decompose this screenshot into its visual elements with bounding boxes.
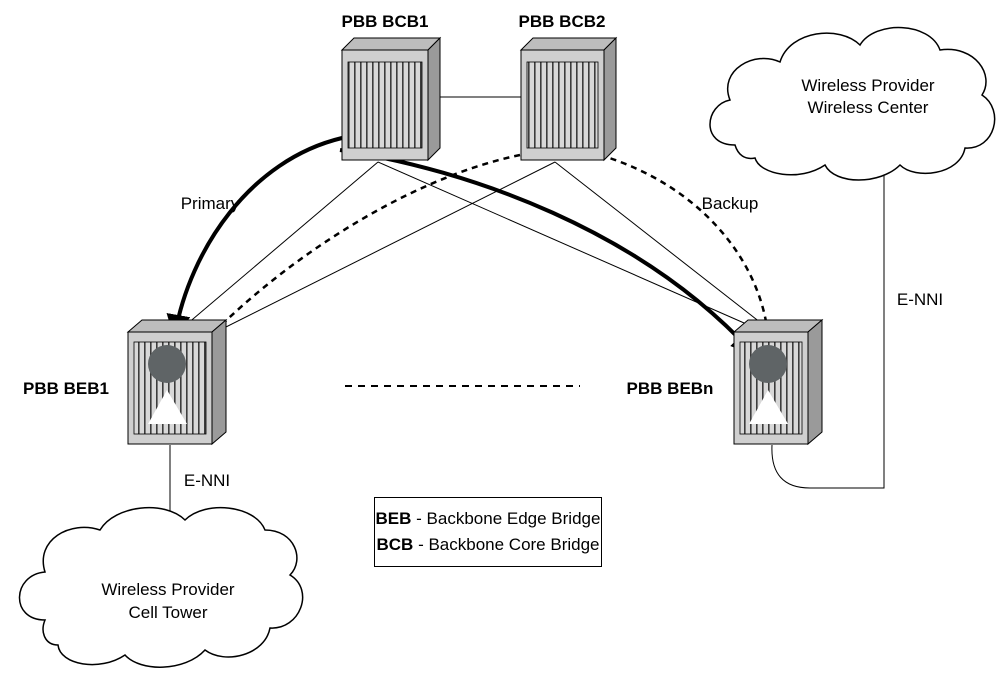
legend-beb-text: - Backbone Edge Bridge bbox=[411, 509, 601, 528]
label-bcb2: PBB BCB2 bbox=[519, 12, 606, 31]
cloud-tower-line2: Cell Tower bbox=[128, 603, 207, 622]
legend-line-beb: BEB - Backbone Edge Bridge bbox=[375, 506, 601, 532]
cloud-center-line1: Wireless Provider bbox=[801, 76, 935, 95]
mesh-links bbox=[169, 96, 885, 512]
beb1-circle-icon bbox=[148, 345, 186, 383]
cloud-tower-line1: Wireless Provider bbox=[101, 580, 235, 599]
label-primary: Primary bbox=[181, 194, 240, 213]
legend-line-bcb: BCB - Backbone Core Bridge bbox=[375, 532, 601, 558]
legend-bcb-abbr: BCB bbox=[376, 535, 414, 554]
device-beb1 bbox=[126, 318, 228, 446]
device-bcb1 bbox=[340, 36, 442, 162]
label-backup: Backup bbox=[702, 194, 759, 213]
bebn-circle-icon bbox=[749, 345, 787, 383]
beb1-triangle-icon bbox=[148, 390, 187, 424]
label-enni-left: E-NNI bbox=[184, 471, 230, 490]
legend-beb-abbr: BEB bbox=[375, 509, 412, 528]
label-bebn: PBB BEBn bbox=[627, 379, 714, 398]
label-enni-right: E-NNI bbox=[897, 290, 943, 309]
device-bcb2 bbox=[519, 36, 618, 162]
cloud-center-line2: Wireless Center bbox=[808, 98, 929, 117]
label-bcb1: PBB BCB1 bbox=[342, 12, 429, 31]
cloud-cell-tower bbox=[18, 507, 304, 668]
cloud-wireless-center bbox=[709, 26, 996, 181]
legend-box: BEB - Backbone Edge Bridge BCB - Backbon… bbox=[374, 497, 602, 567]
device-bebn bbox=[732, 318, 824, 446]
bebn-triangle-icon bbox=[749, 390, 788, 424]
legend-bcb-text: - Backbone Core Bridge bbox=[413, 535, 600, 554]
backup-paths bbox=[192, 153, 775, 355]
label-beb1: PBB BEB1 bbox=[23, 379, 109, 398]
